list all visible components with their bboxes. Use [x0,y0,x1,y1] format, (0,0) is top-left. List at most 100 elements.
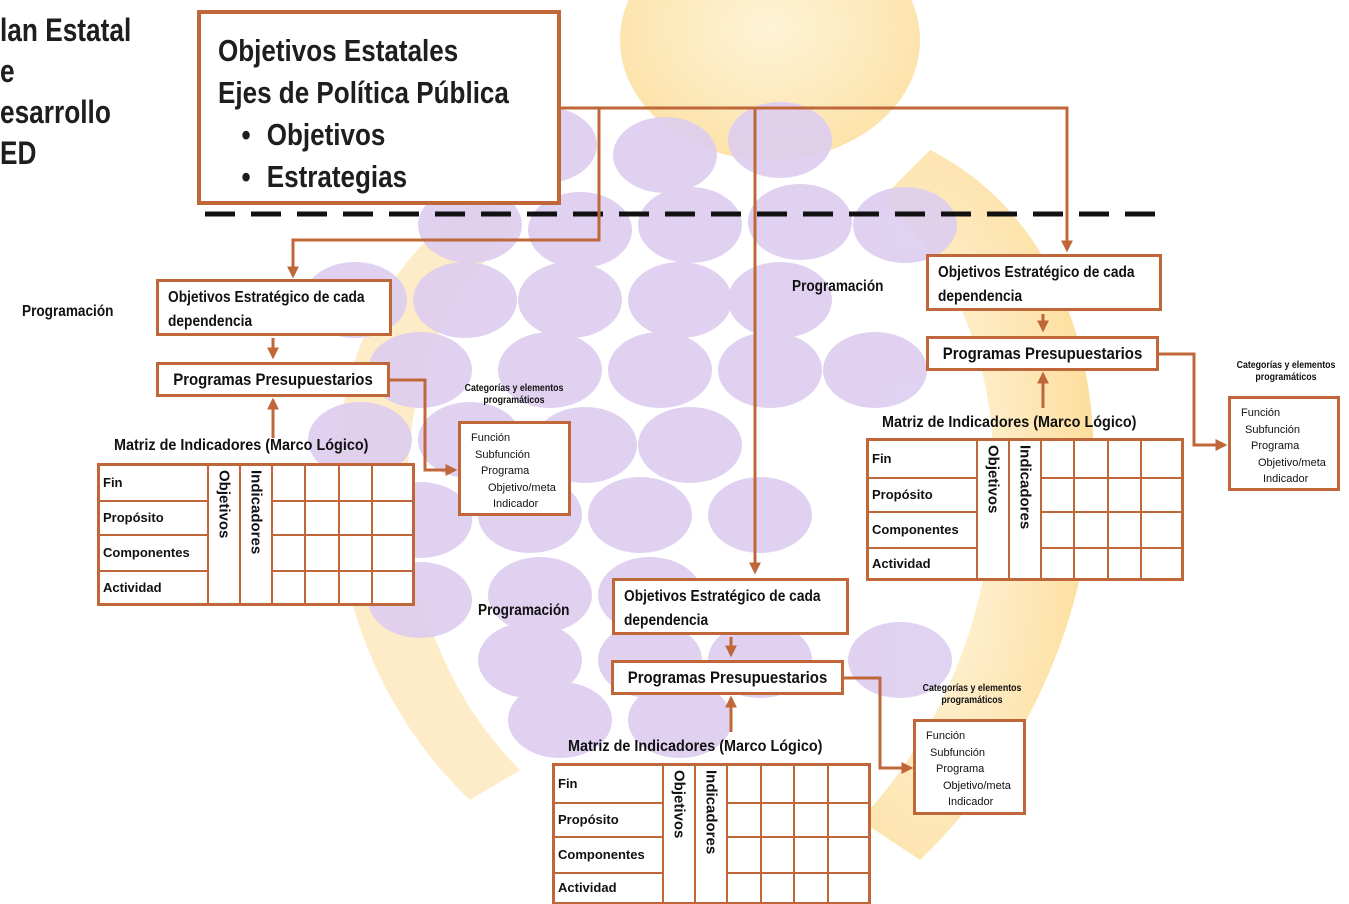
left-row-actividad: Actividad [97,569,209,606]
ejes-politica-title: Ejes de Política Pública [218,75,509,110]
left-cell [370,499,415,536]
left-col-indicadores-text: Indicadores [247,470,265,555]
bullet-estrategias-text: Estrategias [266,159,408,194]
right-row-componentes: Componentes [866,510,978,549]
left-matriz-title: Matriz de Indicadores (Marco Lógico) [114,437,369,454]
watermark-circle [498,332,602,408]
center-programacion-label: Programación [478,602,570,619]
center-cell [793,835,829,874]
center-row-proposito: Propósito [552,801,664,838]
left-row-fin: Fin [97,463,209,502]
center-categorias-title: Categorías y elementos programáticos [922,683,1022,706]
left-cell [304,499,340,536]
right-col-objetivos: Objetivos [976,438,1010,581]
left-row-proposito: Propósito [97,499,209,536]
watermark-circle [823,332,927,408]
watermark-right-leaf [860,150,1094,860]
left-cell [270,463,307,502]
center-cat-funcion: Función [926,730,966,742]
left-col-objetivos-text: Objetivos [215,470,233,539]
center-objetivos-box: Objetivos Estratégico de cada dependenci… [612,578,849,635]
center-row-actividad: Actividad [552,871,664,904]
left-cell [370,463,415,502]
center-cat-subfuncion: Subfunción [930,746,986,759]
right-programas-text: Programas Presupuestarios [942,344,1143,363]
left-cell [337,533,373,572]
watermark-circle [508,682,612,758]
left-cat-programa: Programa [481,465,530,477]
watermark-circle [588,477,692,553]
center-programas-box: Programas Presupuestarios [611,660,844,695]
left-cell [304,463,340,502]
center-objetivos-text: Objetivos Estratégico de cada dependenci… [624,588,821,629]
center-cell [759,763,796,804]
center-cell [759,871,796,904]
right-cell [1073,510,1109,549]
right-programacion-label: Programación [792,278,884,295]
right-cat-funcion: Función [1241,407,1281,419]
left-categorias-title: Categorías y elementos programáticos [464,383,564,406]
plan-line-3: esarrollo [0,94,111,130]
center-cell [759,801,796,838]
watermark-circle [413,262,517,338]
center-programas-text: Programas Presupuestarios [627,668,828,687]
center-row-fin: Fin [552,763,664,804]
right-col-objetivos-text: Objetivos [984,445,1002,514]
plan-line-1: lan Estatal [0,12,132,48]
center-col-objetivos: Objetivos [662,763,696,904]
center-matriz-table: Fin Objetivos Indicadores Propósito Comp… [552,763,871,904]
watermark-circle [628,682,732,758]
watermark-circle [608,332,712,408]
watermark-circle [638,187,742,263]
left-objetivos-box: Objetivos Estratégico de cada dependenci… [156,279,392,336]
right-cell [1039,546,1076,581]
left-programas-text: Programas Presupuestarios [173,370,373,389]
left-categorias-box: Función Subfunción Programa Objetivo/met… [458,421,571,516]
center-col-objetivos-text: Objetivos [670,770,688,839]
right-row-fin: Fin [866,438,978,479]
watermark-circle [718,332,822,408]
right-cat-objetivo-meta: Objetivo/meta [1258,456,1326,469]
left-matriz-table: Fin Objetivos Indicadores Propósito Comp… [97,463,415,606]
right-programas-box: Programas Presupuestarios [926,336,1159,371]
plan-line-2: e [0,53,15,89]
center-cell [826,763,871,804]
center-cell [793,801,829,838]
objetivos-estatales-title: Objetivos Estatales [218,33,459,68]
center-cell [726,835,762,874]
center-cell [726,801,762,838]
left-cell [270,569,307,606]
center-cell [793,871,829,904]
left-objetivos-text: Objetivos Estratégico de cada dependenci… [168,289,365,330]
bullet-objetivos-text: Objetivos [266,117,386,152]
center-cell [793,763,829,804]
right-row-proposito: Propósito [866,476,978,513]
right-col-indicadores-text: Indicadores [1016,445,1034,530]
plan-line-4: ED [0,135,37,171]
right-matriz-title: Matriz de Indicadores (Marco Lógico) [882,414,1137,431]
watermark-circle [728,262,832,338]
center-row-componentes: Componentes [552,835,664,874]
watermark-circle [853,187,957,263]
objetivos-estatales-box: Objetivos Estatales Ejes de Política Púb… [197,10,561,205]
left-cell [370,533,415,572]
right-cell [1106,510,1142,549]
right-matriz-table: Fin Objetivos Indicadores Propósito Comp… [866,438,1184,581]
right-cell [1106,438,1142,479]
right-cell [1139,438,1184,479]
watermark-circle [478,622,582,698]
center-col-indicadores: Indicadores [694,763,728,904]
left-cell [337,499,373,536]
center-cell [726,763,762,804]
left-cat-indicador: Indicador [493,498,539,510]
center-cell [826,835,871,874]
right-cell [1106,476,1142,513]
left-cat-funcion: Función [471,432,511,444]
right-cell [1073,476,1109,513]
center-col-indicadores-text: Indicadores [702,770,720,855]
center-cell [826,871,871,904]
right-cell [1039,438,1076,479]
left-col-objetivos: Objetivos [207,463,241,606]
left-row-componentes: Componentes [97,533,209,572]
center-cell [826,801,871,838]
